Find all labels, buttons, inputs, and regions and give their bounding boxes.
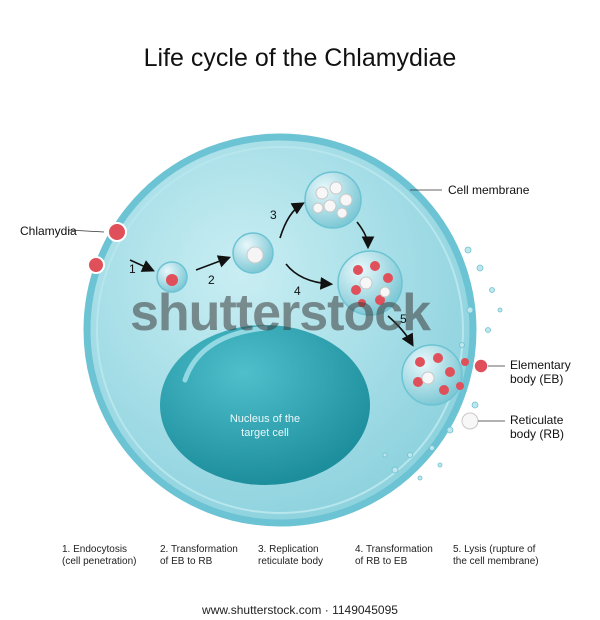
mixed-bodies-4: [351, 261, 393, 307]
legend-step-3-line-2: reticulate body: [258, 556, 324, 567]
label-rb-line-2: body (RB): [510, 427, 565, 441]
label-reticulate-body: Reticulate body (RB): [510, 413, 564, 441]
legend-step-3: 3. Replication reticulate body: [258, 544, 323, 568]
label-cell-membrane: Cell membrane: [448, 183, 530, 197]
legend-step-3-line-1: 3. Replication: [258, 544, 319, 555]
step-number-5: 5: [400, 312, 407, 326]
released-particles: [382, 246, 503, 481]
legend-step-4-line-1: 4. Transformation: [355, 544, 433, 555]
step-number-2: 2: [208, 273, 215, 287]
mixed-bodies-5: [413, 353, 469, 395]
label-nucleus-line-2: target cell: [241, 427, 289, 439]
cell-inner-membrane: [96, 146, 464, 514]
watermark-text: shutterstock: [130, 284, 431, 342]
legend-step-2: 2. Transformation of EB to RB: [160, 544, 238, 568]
legend-rb-marker: [461, 412, 479, 430]
legend-step-2-line-2: of EB to RB: [160, 556, 213, 567]
vesicle-step3: [304, 171, 362, 229]
legend-step-1-line-1: 1. Endocytosis: [62, 544, 128, 555]
legend-step-2-line-1: 2. Transformation: [160, 544, 238, 555]
legend-step-5-line-1: 5. Lysis (rupture of: [453, 544, 536, 555]
legend-step-1: 1. Endocytosis (cell penetration): [62, 544, 136, 568]
step-number-3: 3: [270, 208, 277, 222]
legend-step-4: 4. Transformation of RB to EB: [355, 544, 433, 568]
footer-credit: www.shutterstock.com · 1149045095: [202, 603, 398, 617]
chlamydia-eb-1: [107, 222, 127, 242]
reticulate-bodies: [312, 181, 353, 219]
label-elementary-body: Elementary body (EB): [510, 358, 571, 386]
cycle-arrows: [129, 202, 414, 347]
legend-step-4-line-2: of RB to EB: [355, 556, 408, 567]
label-nucleus: Nucleus of the target cell: [205, 412, 325, 440]
step-number-4: 4: [294, 284, 301, 298]
legend-eb-marker: [473, 358, 489, 374]
legend-step-5-line-2: the cell membrane): [453, 556, 539, 567]
step-number-1: 1: [129, 262, 136, 276]
legend-step-5: 5. Lysis (rupture of the cell membrane): [453, 544, 539, 568]
label-eb-line-1: Elementary: [510, 358, 571, 372]
label-eb-line-2: body (EB): [510, 372, 564, 386]
label-nucleus-line-1: Nucleus of the: [229, 413, 301, 425]
label-chlamydia: Chlamydia: [20, 224, 77, 238]
legend-step-1-line-2: (cell penetration): [62, 556, 137, 567]
diagram-title: Life cycle of the Chlamydiae: [143, 44, 457, 72]
label-rb-line-1: Reticulate: [510, 413, 564, 427]
chlamydia-eb-2: [87, 256, 105, 274]
nucleus: [160, 325, 370, 485]
